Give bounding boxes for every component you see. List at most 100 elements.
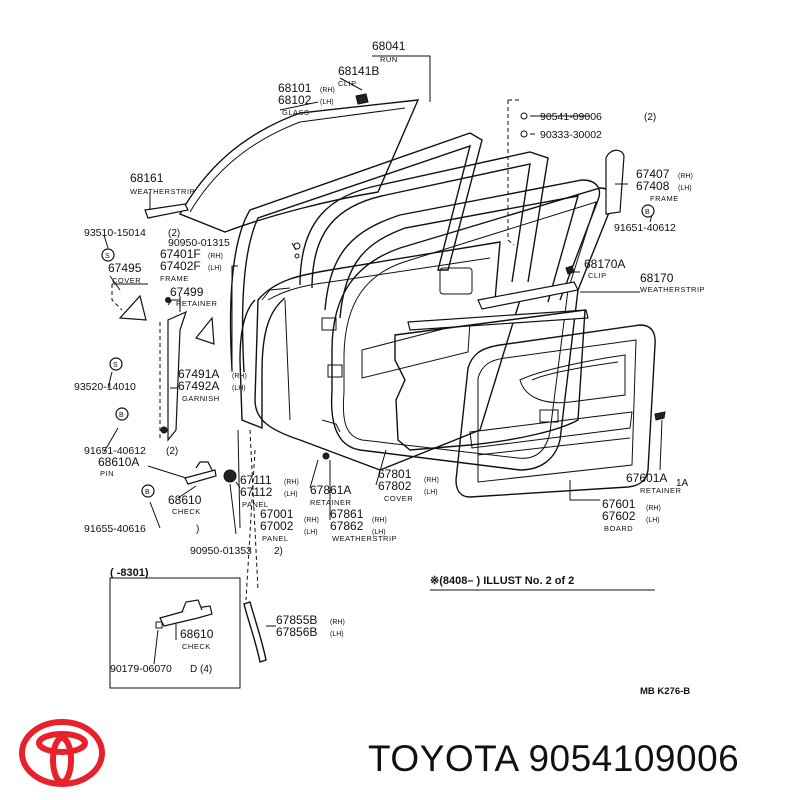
door-check-upper (184, 469, 217, 485)
part-sublabel: PANEL (242, 500, 269, 509)
part-label: 67855B (276, 613, 317, 627)
part-variant: (LH) (304, 529, 318, 536)
part-label: 67491A (178, 367, 219, 381)
part-label: 93520-14010 (74, 381, 136, 393)
part-label: 67862 (330, 519, 364, 533)
toyota-logo-icon (19, 719, 105, 787)
door-weatherstrip (330, 187, 613, 471)
part-label: 68141B (338, 64, 379, 78)
part-label: 68610 (180, 627, 214, 641)
part-label: 67407 (636, 167, 670, 181)
bubble-marker: B (119, 412, 124, 419)
part-label: 68101 (278, 81, 312, 95)
part-label: 67408 (636, 179, 670, 193)
diagram-code: MB K276-B (640, 686, 690, 697)
part-variant: (RH) (284, 479, 299, 486)
part-variant: (LH) (330, 631, 344, 638)
part-variant: 1A (676, 478, 689, 489)
part-sublabel: PIN (100, 469, 114, 478)
upper-weatherstrip (144, 203, 189, 219)
part-label: 68610 (168, 493, 202, 507)
part-sublabel: RETAINER (310, 498, 351, 507)
part-variant: (LH) (424, 489, 438, 496)
part-number: 9054109006 (528, 738, 740, 779)
glass-run (229, 132, 483, 373)
part-variant: D (4) (190, 664, 212, 675)
part-label: 90333-30002 (540, 129, 602, 141)
part-label: 91651-40612 (614, 222, 676, 234)
leader-lines (103, 55, 663, 665)
part-label: 67856B (276, 625, 317, 639)
part-variant: (2) (168, 228, 180, 239)
part-label: 67112 (240, 485, 273, 499)
part-sublabel: RETAINER (640, 486, 681, 495)
part-label: 67111 (240, 473, 272, 487)
part-variant: (RH) (304, 517, 319, 524)
part-label: 68102 (278, 93, 312, 107)
part-variant: ) (196, 524, 199, 535)
part-variant: (2) (166, 446, 178, 457)
part-variant: (RH) (330, 619, 345, 626)
door-trim-board (455, 324, 656, 498)
part-sublabel: WEATHERSTRIP (640, 285, 705, 294)
illust-note: ※(8408– ) ILLUST No. 2 of 2 (430, 575, 574, 587)
corner-cover (118, 294, 147, 321)
part-variant: (RH) (232, 373, 247, 380)
bubble-marker: S (105, 253, 110, 260)
part-variant: (RH) (678, 173, 693, 180)
part-label: 68161 (130, 171, 164, 185)
part-label: 68170 (640, 271, 674, 285)
part-label: 67001 (260, 507, 294, 521)
part-variant: (LH) (320, 99, 334, 106)
part-label: 67601 (602, 497, 636, 511)
part-label: 67492A (178, 379, 219, 393)
part-label: 93510-15014 (84, 227, 146, 239)
part-label: 91651-40612 (84, 445, 146, 457)
part-label: 90179-06070 (110, 663, 172, 675)
part-variant: (LH) (646, 517, 660, 524)
part-label: 68170A (584, 257, 625, 271)
part-label: 67499 (170, 285, 204, 299)
diagram-artwork (109, 93, 666, 689)
part-label: 67002 (260, 519, 294, 533)
part-sublabel: RETAINER (176, 299, 217, 308)
part-variant: (2) (644, 112, 656, 123)
door-panel-shell (254, 241, 521, 471)
brand-name: TOYOTA (368, 738, 518, 779)
part-sublabel: BOARD (604, 524, 633, 533)
door-frame-rear (324, 179, 601, 311)
part-sublabel: CLIP (338, 79, 357, 88)
part-variant: (RH) (320, 87, 335, 94)
part-variant: (LH) (372, 529, 386, 536)
door-glass (178, 99, 420, 233)
part-sublabel: COVER (384, 494, 413, 503)
part-label: 90950-01315 (168, 237, 230, 249)
brand-part-heading: TOYOTA 9054109006 (368, 738, 739, 780)
part-variant: (LH) (232, 385, 246, 392)
part-sublabel: GLASS (282, 108, 310, 117)
part-label: 68610A (98, 455, 139, 469)
part-variant: (RH) (372, 517, 387, 524)
part-labels: 68041 RUN 68141B CLIP 68101 (RH) 68102 (… (74, 39, 705, 697)
part-sublabel: FRAME (650, 194, 679, 203)
bubble-markers: S S B B B (101, 209, 650, 498)
inset-box (109, 577, 241, 689)
part-variant: (RH) (208, 253, 223, 260)
part-sublabel: PANEL (262, 534, 289, 543)
part-label: 67495 (108, 261, 142, 275)
part-label: 67802 (378, 479, 412, 493)
part-variant: (RH) (646, 505, 661, 512)
part-label: 91655-40616 (84, 523, 146, 535)
part-variant: (LH) (284, 491, 298, 498)
part-label: 67861 (330, 507, 364, 521)
part-sublabel: GARNISH (182, 394, 220, 403)
part-sublabel: WEATHERSTRIP (130, 187, 195, 196)
part-sublabel: RUN (380, 55, 398, 64)
part-sublabel: CHECK (172, 507, 201, 516)
part-sublabel: COVER (112, 276, 141, 285)
door-frame-outer (299, 151, 549, 286)
part-label: 67801 (378, 467, 412, 481)
part-label: 67861A (310, 483, 351, 497)
service-hole-cover (394, 309, 586, 451)
